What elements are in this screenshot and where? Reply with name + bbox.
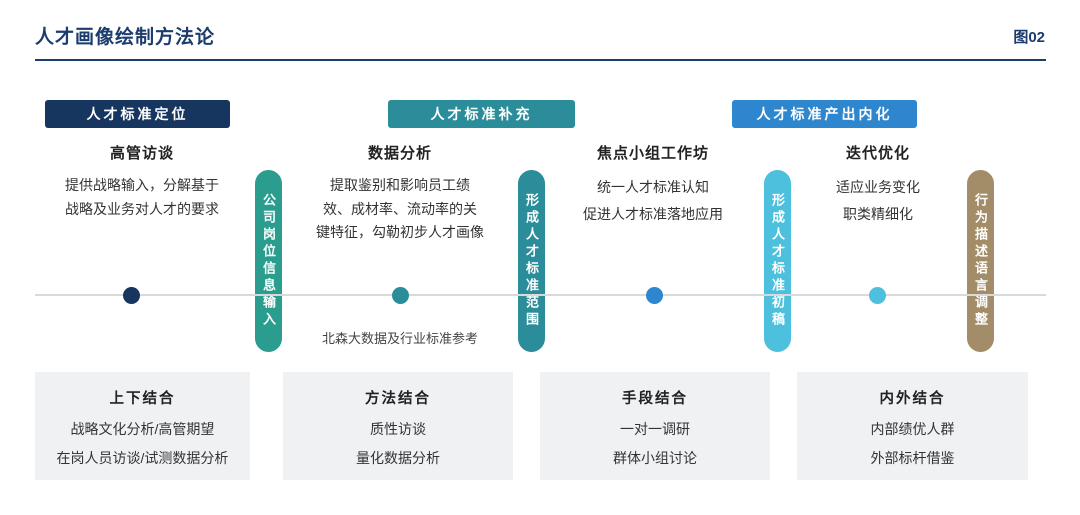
method-box-title: 手段结合	[622, 391, 688, 407]
column-heading: 高管访谈	[109, 145, 174, 162]
data-reference-note: 北森大数据及行业标准参考	[321, 331, 478, 346]
stage-badge-standard-positioning: 人才标准定位	[45, 100, 230, 128]
method-box-items: 一对一调研 群体小组讨论	[613, 421, 697, 466]
column-description: 适应业务变化 职类精细化	[836, 179, 920, 223]
method-box-internal-external-combination: 内外结合 内部绩优人群 外部标杆借鉴	[797, 372, 1028, 480]
column-heading: 迭代优化	[845, 145, 910, 162]
method-box-items: 内部绩优人群 外部标杆借鉴	[870, 421, 955, 466]
column-iterative-optimization: 迭代优化 适应业务变化 职类精细化	[806, 142, 950, 229]
page-title: 人才画像绘制方法论	[35, 27, 216, 48]
connector-company-position-info-input: 公司岗位信息输入	[255, 170, 282, 352]
timeline-dot-focus-group	[646, 287, 663, 304]
column-description: 提供战略输入，分解基于 战略及业务对人才的要求	[65, 177, 219, 217]
timeline-dot-executive-interview	[123, 287, 140, 304]
column-heading: 焦点小组工作坊	[596, 145, 709, 162]
connector-label: 行为描述语言调整	[973, 193, 988, 329]
column-description: 提取鉴别和影响员工绩 效、成材率、流动率的关 键特征，勾勒初步人才画像	[316, 177, 484, 241]
connector-label: 形成人才标准范围	[524, 193, 539, 329]
figure-number-label: 图02	[1013, 29, 1045, 46]
connector-behavior-description-language-adjustment: 行为描述语言调整	[967, 170, 994, 352]
header-divider	[35, 59, 1046, 61]
column-heading: 数据分析	[367, 145, 432, 162]
connector-form-standard-draft: 形成人才标准初稿	[764, 170, 791, 352]
column-executive-interview: 高管访谈 提供战略输入，分解基于 战略及业务对人才的要求	[38, 142, 246, 221]
timeline-dot-data-analysis	[392, 287, 409, 304]
connector-label: 形成人才标准初稿	[770, 193, 785, 329]
method-box-title: 内外结合	[879, 391, 946, 407]
method-box-title: 方法结合	[365, 391, 431, 407]
connector-form-standard-scope: 形成人才标准范围	[518, 170, 545, 352]
stage-badge-standard-output-internalization: 人才标准产出内化	[732, 100, 917, 128]
method-box-method-combination: 方法结合 质性访谈 量化数据分析	[283, 372, 513, 480]
column-description: 统一人才标准认知 促进人才标准落地应用	[583, 179, 723, 223]
stage-badge-standard-supplement: 人才标准补充	[388, 100, 575, 128]
column-focus-group-workshop: 焦点小组工作坊 统一人才标准认知 促进人才标准落地应用	[556, 142, 750, 229]
method-box-items: 战略文化分析/高管期望 在岗人员访谈/试测数据分析	[56, 421, 229, 466]
column-data-analysis: 数据分析 提取鉴别和影响员工绩 效、成材率、流动率的关 键特征，勾勒初步人才画像	[298, 142, 502, 245]
method-box-top-down-combination: 上下结合 战略文化分析/高管期望 在岗人员访谈/试测数据分析	[35, 372, 250, 480]
method-box-items: 质性访谈 量化数据分析	[356, 421, 440, 466]
timeline-line	[35, 294, 1046, 296]
method-box-title: 上下结合	[109, 391, 176, 407]
method-box-means-combination: 手段结合 一对一调研 群体小组讨论	[540, 372, 770, 480]
timeline-dot-iteration	[869, 287, 886, 304]
connector-label: 公司岗位信息输入	[261, 193, 276, 329]
